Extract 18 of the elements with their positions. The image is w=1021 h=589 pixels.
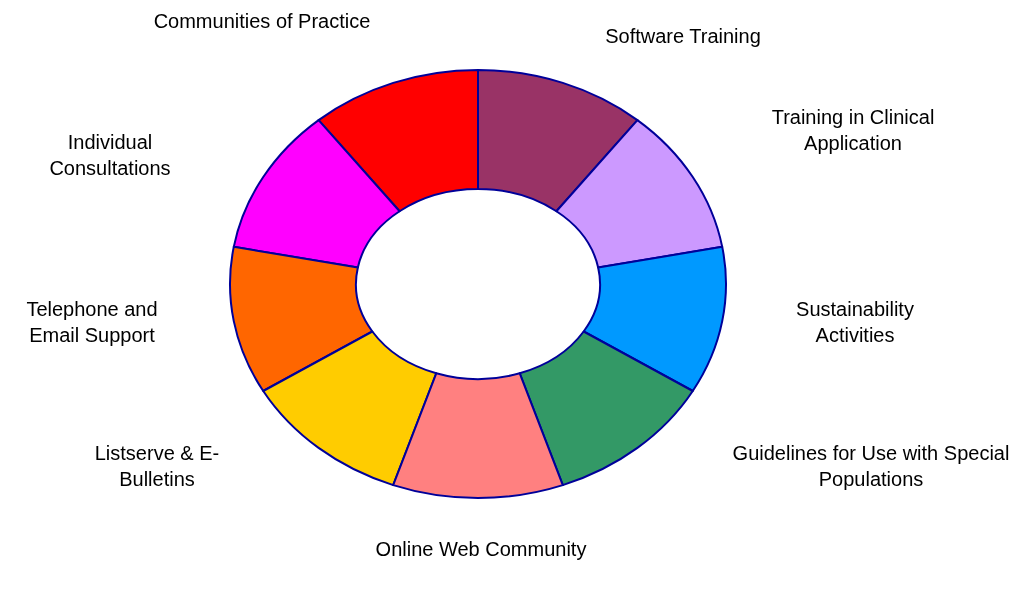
segment-label: Communities of Practice — [152, 9, 372, 34]
segment-label: Training in Clinical Application — [770, 105, 936, 156]
donut-segment — [232, 119, 401, 269]
donut-segment — [555, 119, 724, 269]
donut-segment — [392, 372, 564, 499]
segment-label: Software Training — [604, 24, 762, 49]
segment-label: Guidelines for Use with Special Populations — [731, 441, 1011, 492]
donut-segment — [262, 330, 438, 487]
segment-label: Sustainability Activities — [795, 297, 915, 348]
donut-segment — [582, 245, 727, 392]
segment-label: Listserve & E-Bulletins — [93, 441, 221, 492]
donut-segment — [477, 69, 639, 213]
segment-label: Individual Consultations — [48, 130, 172, 181]
donut-segment — [229, 245, 374, 392]
segment-label: Online Web Community — [374, 537, 588, 562]
donut-segment — [317, 69, 479, 213]
donut-segment — [518, 330, 694, 487]
segment-label: Telephone and Email Support — [25, 297, 159, 348]
